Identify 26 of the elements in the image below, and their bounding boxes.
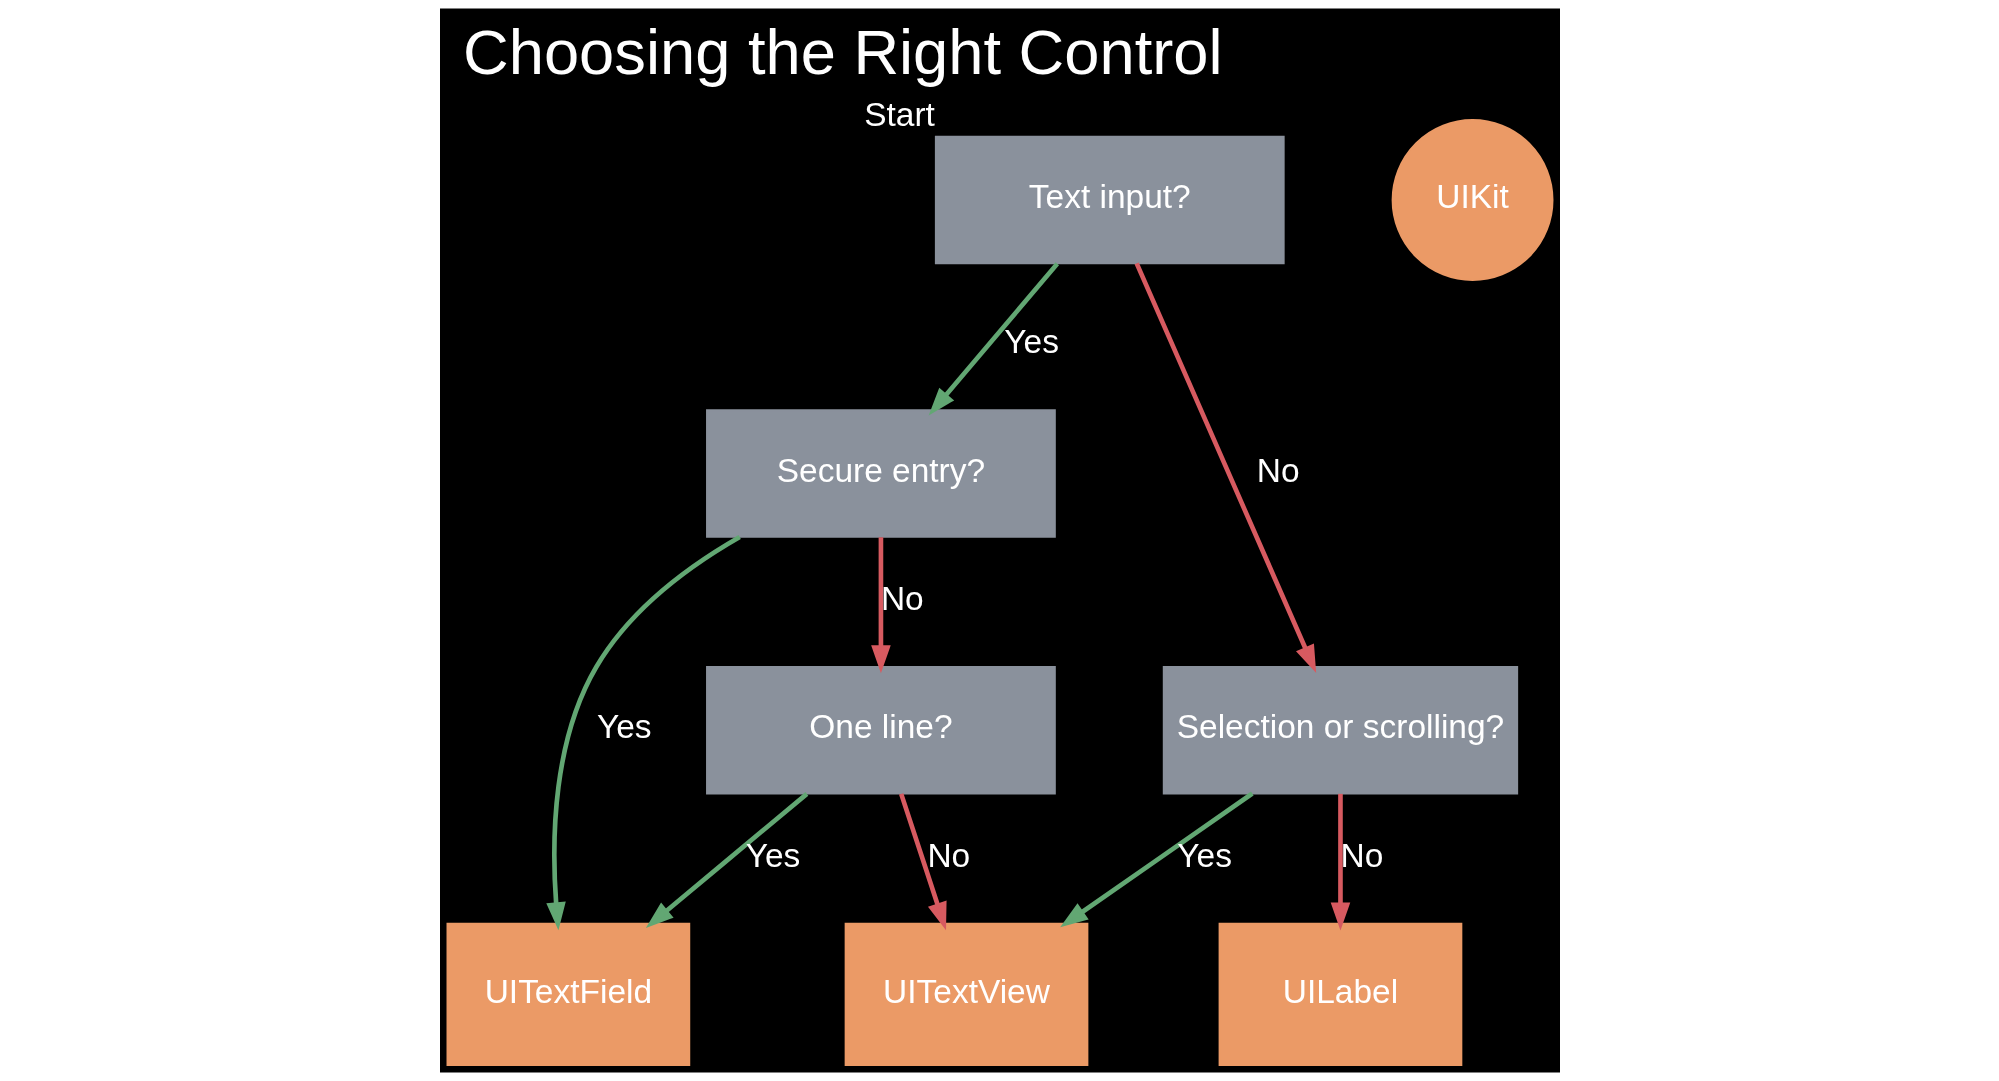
arrow [545, 535, 741, 931]
arrow [1059, 791, 1254, 928]
edge-label: No [880, 580, 924, 618]
arrow [645, 792, 808, 928]
edge-label: Yes [1176, 836, 1232, 874]
diagram-title: Choosing the Right Control [462, 16, 1223, 87]
edge-label: Yes [745, 836, 800, 874]
node-label: Start [863, 96, 935, 134]
node-box: Text input? [934, 135, 1285, 265]
arrow [870, 537, 891, 674]
node-box: Secure entry? [705, 409, 1056, 538]
node-circle: UIKit [1391, 119, 1553, 281]
arrow [1330, 793, 1350, 931]
node-box: UILabel [1218, 922, 1462, 1067]
node-box: UITextField [446, 922, 690, 1067]
node-box: One line? [705, 666, 1056, 795]
arrow [898, 793, 947, 931]
node-box: Selection or scrolling? [1162, 666, 1518, 795]
edge-label: No [926, 836, 970, 874]
edge-label: No [1339, 836, 1383, 874]
node-box: UITextView [844, 922, 1088, 1067]
edge-label: No [1256, 451, 1300, 489]
edge-label: Yes [1003, 323, 1059, 361]
edge-label: Yes [596, 708, 651, 746]
arrow [1134, 262, 1316, 673]
arrow [928, 262, 1059, 416]
